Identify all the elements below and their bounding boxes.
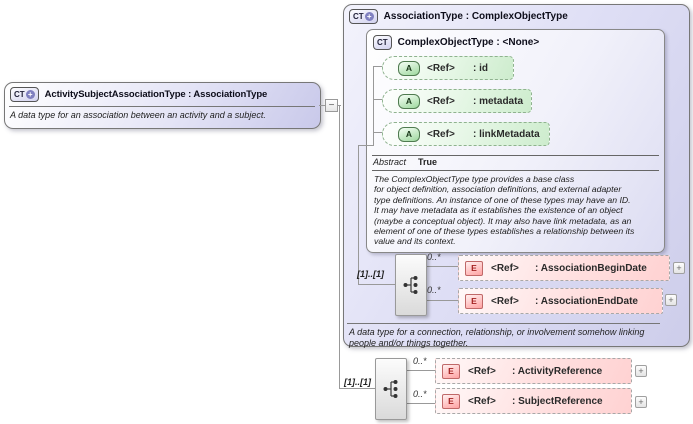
element-ref: <Ref>: [468, 395, 496, 407]
connector-line: [425, 266, 459, 267]
collapse-button[interactable]: −: [325, 99, 338, 112]
connector-line: [405, 370, 436, 371]
divider: [9, 106, 315, 107]
attribute-ref: <Ref>: [427, 95, 455, 107]
connector-line: [373, 66, 374, 146]
element-ref: <Ref>: [491, 262, 519, 274]
attribute-box-id[interactable]: A <Ref> : id: [382, 56, 514, 80]
class-description: A data type for an association between a…: [10, 110, 266, 120]
expand-button[interactable]: +: [665, 294, 677, 306]
class-title: ComplexObjectType : <None>: [397, 37, 540, 48]
occurrence-label: 0..*: [413, 389, 427, 399]
facet-value: True: [418, 157, 438, 167]
element-ref: <Ref>: [491, 295, 519, 307]
connector-line: [358, 284, 396, 285]
element-name: : AssociationBeginDate: [535, 262, 647, 274]
divider: [347, 323, 660, 324]
connector-line: [425, 300, 459, 301]
expand-button[interactable]: +: [635, 365, 647, 377]
attribute-name: : linkMetadata: [473, 128, 540, 140]
occurrence-label: 0..*: [413, 356, 427, 366]
attribute-ref: <Ref>: [427, 128, 455, 140]
element-ref: <Ref>: [468, 365, 496, 377]
element-icon: E: [465, 260, 483, 276]
element-name: : ActivityReference: [512, 365, 603, 377]
connector-line: [358, 145, 374, 146]
complex-type-icon: CT+: [349, 9, 378, 24]
element-name: : AssociationEndDate: [535, 295, 638, 307]
sequence-icon: [403, 276, 418, 294]
connector-line: [405, 403, 436, 404]
divider: [372, 155, 659, 156]
class-description: A data type for a connection, relationsh…: [349, 327, 645, 348]
attribute-name: : metadata: [473, 95, 524, 107]
connector-line: [339, 105, 340, 389]
class-description: The ComplexObjectType type provides a ba…: [374, 174, 635, 247]
sequence-icon: [383, 380, 398, 398]
expand-button[interactable]: +: [635, 396, 647, 408]
sequence-connector[interactable]: [395, 254, 427, 316]
derived-plus-icon: +: [25, 90, 35, 99]
element-icon: E: [465, 293, 483, 309]
expand-button[interactable]: +: [673, 262, 685, 274]
attribute-box-metadata[interactable]: A <Ref> : metadata: [382, 89, 532, 113]
class-title: ActivitySubjectAssociationType : Associa…: [44, 89, 268, 100]
attribute-icon: A: [398, 93, 420, 109]
attribute-icon: A: [398, 126, 420, 142]
complex-type-icon: CT+: [10, 87, 39, 102]
element-icon: E: [442, 393, 460, 409]
element-icon: E: [442, 363, 460, 379]
element-name: : SubjectReference: [512, 395, 603, 407]
connector-line: [373, 132, 383, 133]
connector-line: [339, 388, 376, 389]
connector-line: [373, 66, 383, 67]
derived-plus-icon: +: [364, 12, 374, 21]
attribute-icon: A: [398, 60, 420, 76]
sequence-connector[interactable]: [375, 358, 407, 420]
occurrence-label: 0..*: [427, 252, 441, 262]
element-box-subject-reference[interactable]: E <Ref> : SubjectReference: [435, 388, 632, 414]
cardinality-label: [1]..[1]: [357, 269, 384, 279]
class-title: AssociationType : ComplexObjectType: [383, 11, 568, 22]
element-box-activity-reference[interactable]: E <Ref> : ActivityReference: [435, 358, 632, 384]
facet-abstract: Abstract True: [373, 157, 437, 167]
cardinality-label: [1]..[1]: [344, 377, 371, 387]
connector-line: [373, 99, 383, 100]
complex-type-icon: CT: [373, 35, 392, 50]
attribute-name: : id: [473, 62, 488, 74]
class-box-complex-object-type[interactable]: CT ComplexObjectType : <None> A <Ref> : …: [366, 29, 665, 253]
attribute-box-link-metadata[interactable]: A <Ref> : linkMetadata: [382, 122, 550, 146]
class-box-activity-subject-association-type[interactable]: CT+ ActivitySubjectAssociationType : Ass…: [4, 82, 321, 129]
occurrence-label: 0..*: [427, 285, 441, 295]
attribute-ref: <Ref>: [427, 62, 455, 74]
facet-label: Abstract: [373, 157, 407, 167]
element-box-association-begin-date[interactable]: E <Ref> : AssociationBeginDate: [458, 255, 670, 281]
divider: [372, 170, 659, 171]
connector-line: [358, 145, 359, 285]
element-box-association-end-date[interactable]: E <Ref> : AssociationEndDate: [458, 288, 663, 314]
